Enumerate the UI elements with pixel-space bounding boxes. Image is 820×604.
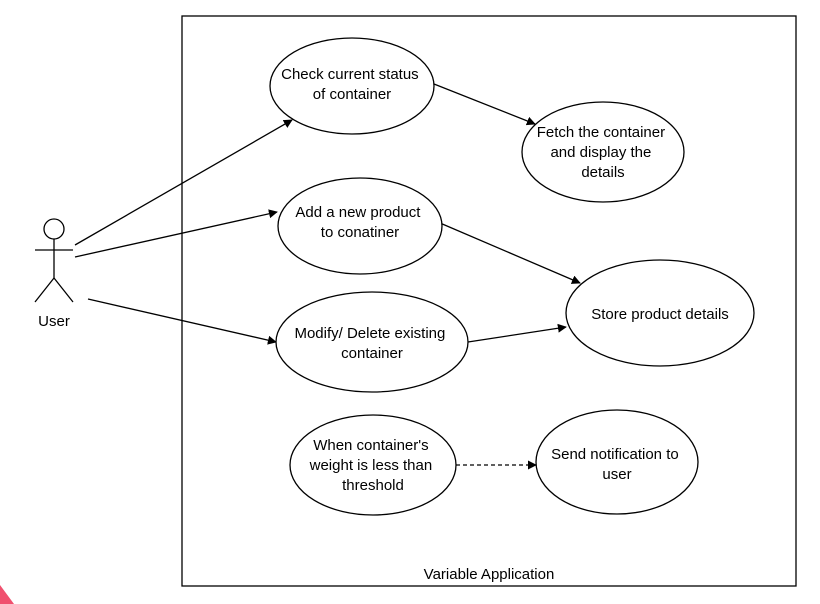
fetch-container-line-2: and display the	[550, 144, 651, 161]
use-case-add-product: Add a new product to conatiner	[277, 177, 443, 275]
use-case-notify: Send notification to user	[535, 409, 699, 515]
use-case-threshold: When container's weight is less than thr…	[289, 414, 457, 516]
actor-user: User	[34, 218, 74, 330]
actor-left-leg	[34, 277, 55, 303]
threshold-line-1: When container's	[313, 437, 428, 454]
actor-right-leg	[53, 277, 74, 303]
edge-modify-delete-to-store	[467, 323, 567, 343]
use-case-add-product-text: Add a new product to conatiner	[295, 204, 424, 241]
use-case-notify-text: Send notification to user	[551, 446, 683, 483]
actor-label: User	[38, 313, 70, 330]
use-case-add-product-shape	[277, 177, 443, 275]
use-case-modify-delete-shape	[275, 291, 469, 393]
use-case-store-product-text: Store product details	[591, 306, 729, 323]
store-product-line-1: Store product details	[591, 306, 729, 323]
check-status-line-2: of container	[313, 86, 391, 103]
check-status-line-1: Check current status	[281, 66, 419, 83]
system-label: Variable Application	[424, 566, 555, 583]
use-case-threshold-shape	[289, 414, 457, 516]
use-case-modify-delete-text: Modify/ Delete existing container	[294, 325, 449, 362]
use-case-modify-delete: Modify/ Delete existing container	[275, 291, 469, 393]
use-case-notify-shape	[535, 409, 699, 515]
edge-check-status-to-fetch	[433, 83, 536, 126]
add-product-line-2: to conatiner	[321, 224, 399, 241]
actor-head	[43, 218, 65, 240]
edge-user-to-add-product	[74, 209, 278, 258]
threshold-line-3: threshold	[342, 477, 404, 494]
use-case-fetch-container-shape	[521, 101, 685, 203]
edge-user-to-modify-delete	[87, 298, 277, 345]
use-case-fetch-container: Fetch the container and display the deta…	[521, 101, 685, 203]
use-case-check-status: Check current status of container	[269, 37, 435, 135]
use-case-check-status-text: Check current status of container	[281, 66, 423, 103]
notify-line-2: user	[602, 466, 631, 483]
add-product-line-1: Add a new product	[295, 204, 421, 221]
fetch-container-line-1: Fetch the container	[537, 124, 665, 141]
use-case-store-product: Store product details	[565, 259, 755, 367]
use-case-check-status-shape	[269, 37, 435, 135]
edge-user-to-check-status	[74, 119, 293, 246]
use-case-store-product-shape	[565, 259, 755, 367]
modify-delete-line-2: container	[341, 345, 403, 362]
use-case-fetch-container-text: Fetch the container and display the deta…	[537, 124, 670, 181]
edge-add-product-to-store	[439, 222, 581, 284]
corner-accent-shape	[0, 585, 14, 604]
use-case-threshold-text: When container's weight is less than thr…	[309, 437, 437, 494]
notify-line-1: Send notification to	[551, 446, 679, 463]
modify-delete-line-1: Modify/ Delete existing	[294, 325, 445, 342]
fetch-container-line-3: details	[581, 164, 624, 181]
threshold-line-2: weight is less than	[309, 457, 433, 474]
system-boundary	[181, 15, 797, 587]
